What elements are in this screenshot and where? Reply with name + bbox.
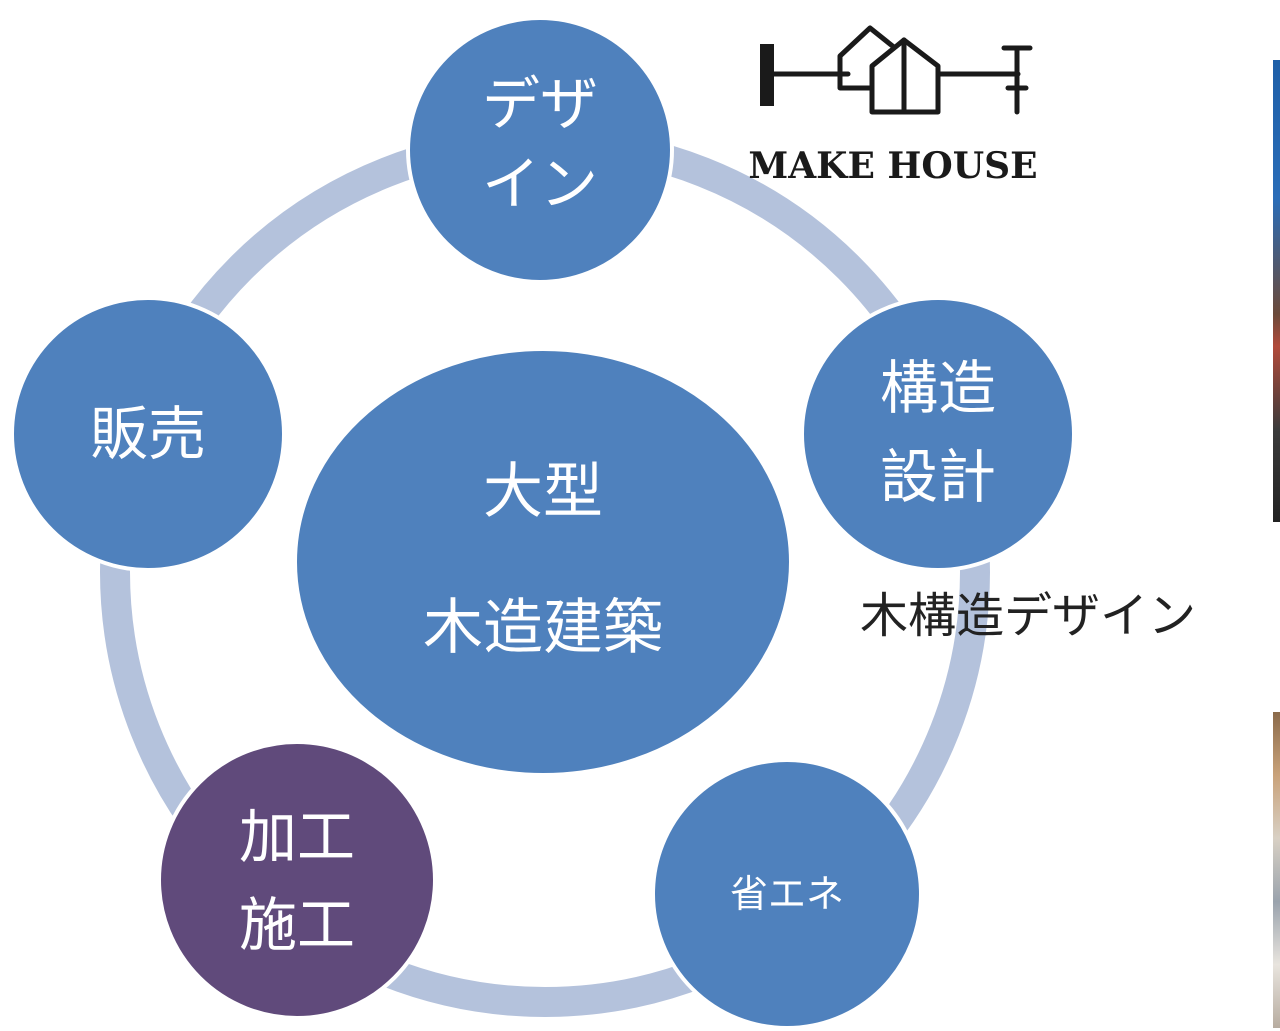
center-node: 大型 木造建築 <box>293 347 793 777</box>
photo-top <box>1273 60 1280 522</box>
node-design-line2: イン <box>482 150 598 218</box>
node-structure-line1: 構造 <box>880 354 996 422</box>
node-design: デザ イン <box>406 16 674 284</box>
node-fabrication-line2: 施工 <box>239 891 355 959</box>
node-fabrication: 加工 施工 <box>157 740 437 1020</box>
logo-text: MAKE HOUSE <box>748 145 1037 187</box>
center-node-line2: 木造建築 <box>423 593 663 663</box>
house-with-bolts-icon <box>760 25 1033 115</box>
node-structure-line2: 設計 <box>880 443 996 511</box>
tagline: 木構造デザイン <box>860 588 1196 644</box>
photo-bottom <box>1273 712 1280 1028</box>
node-fabrication-line1: 加工 <box>239 803 355 871</box>
node-design-line1: デザ <box>482 70 598 138</box>
node-structure: 構造 設計 <box>800 296 1076 572</box>
center-node-line1: 大型 <box>483 457 603 527</box>
node-energy-label: 省エネ <box>730 872 844 916</box>
node-energy: 省エネ <box>651 758 923 1030</box>
node-sales-label: 販売 <box>90 400 206 468</box>
node-sales: 販売 <box>10 296 286 572</box>
make-house-logo: MAKE HOUSE <box>748 25 1038 187</box>
